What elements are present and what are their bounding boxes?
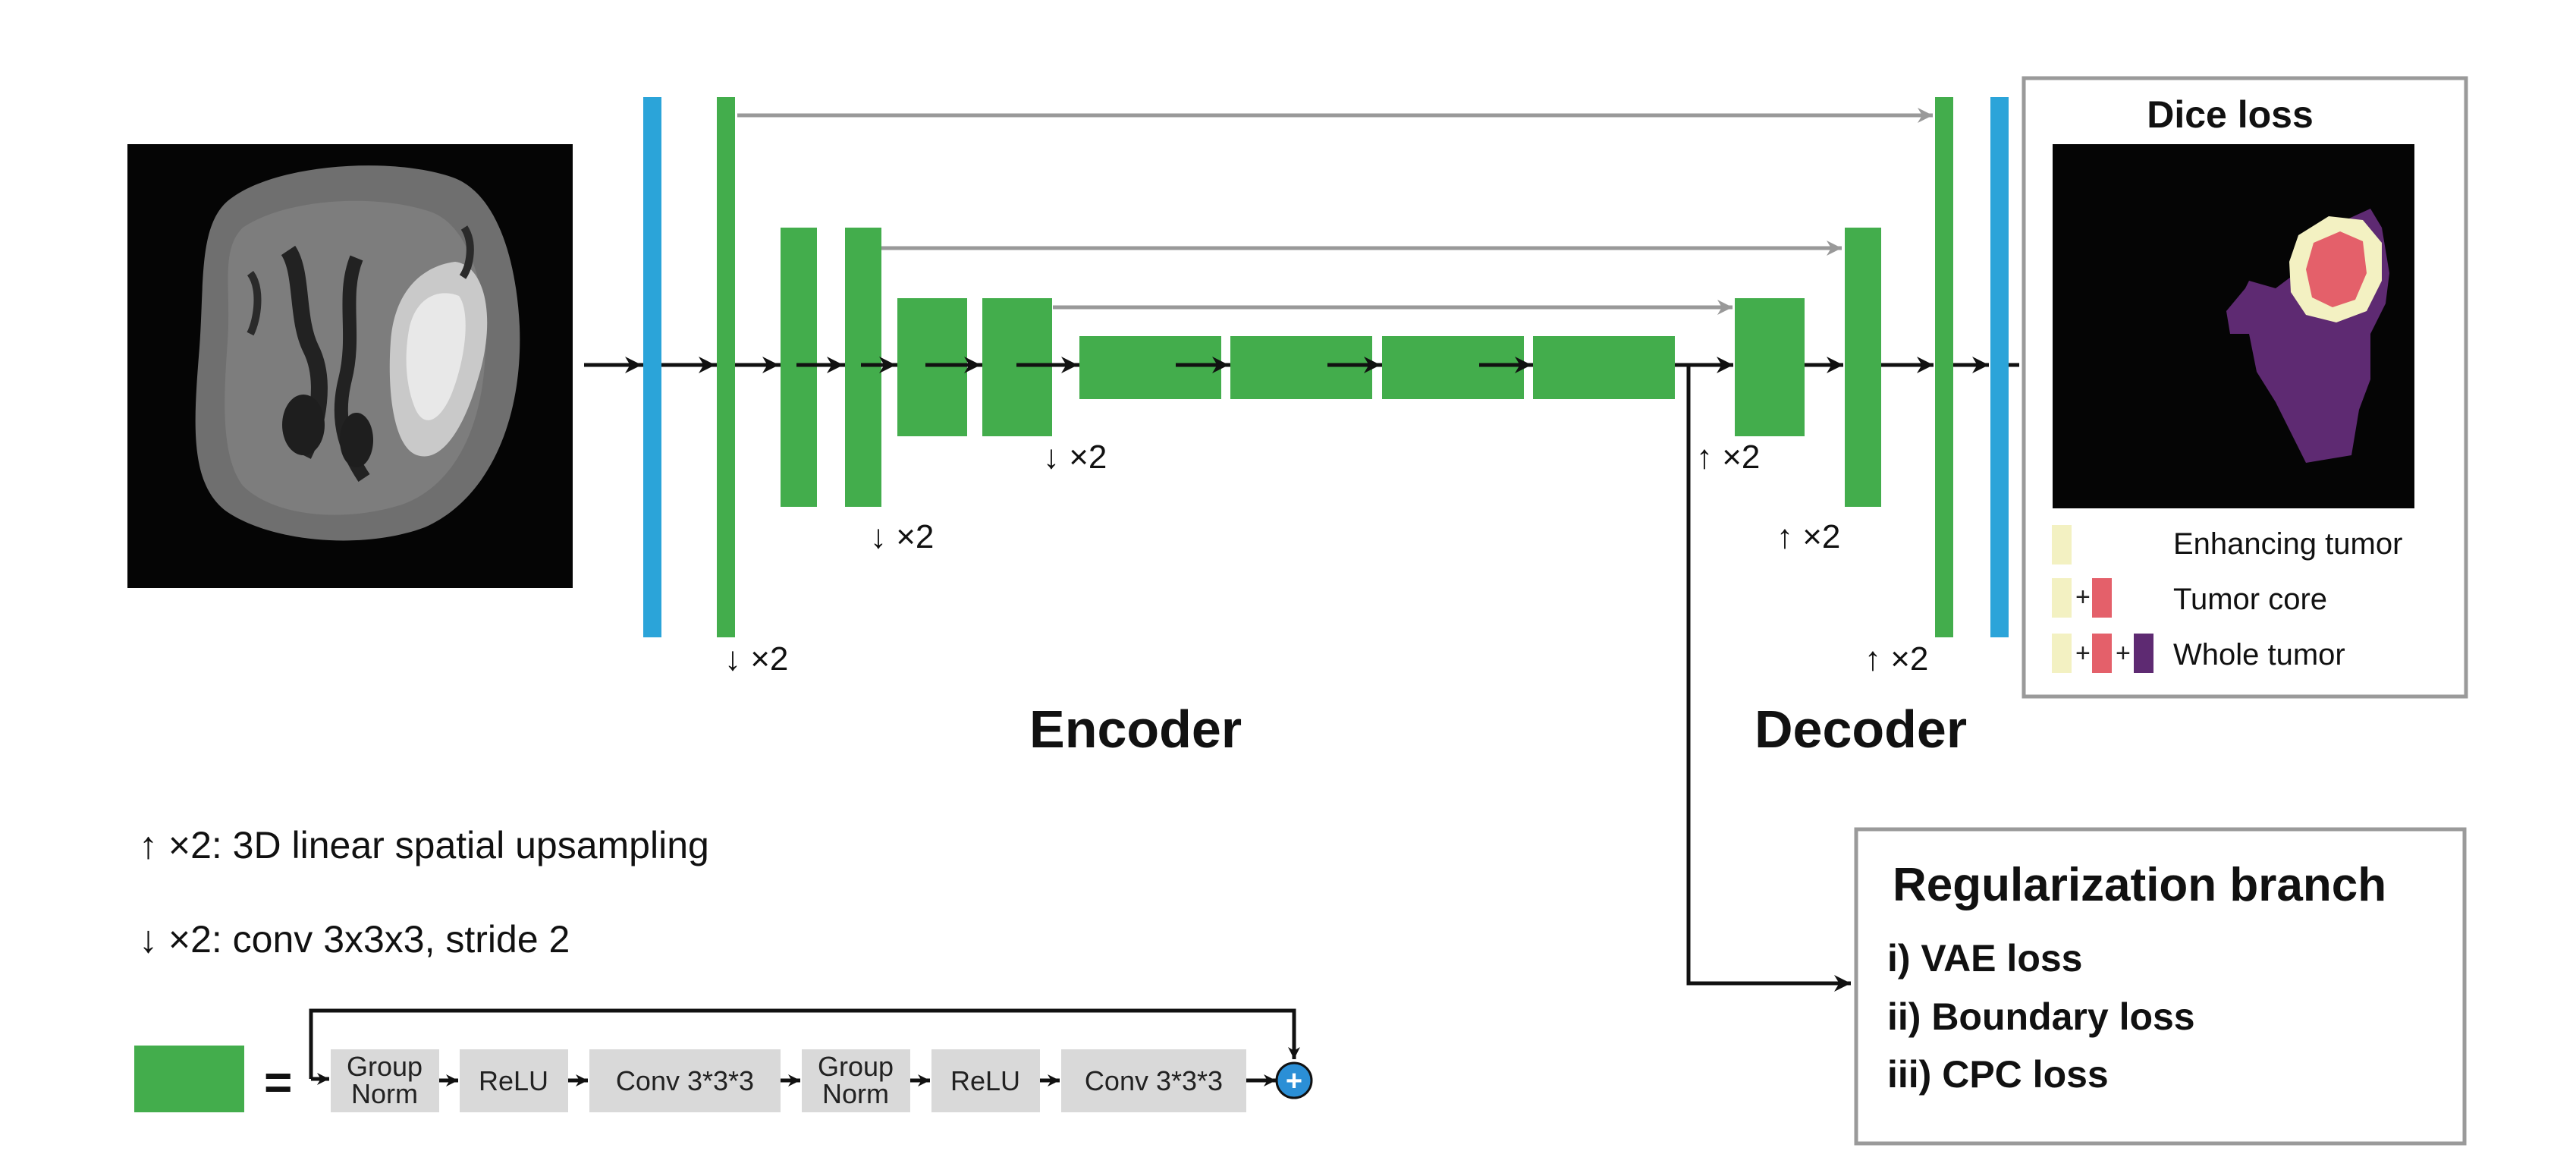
output-layer-blue <box>1990 97 2009 637</box>
encoder-block-4a <box>1079 336 1221 399</box>
plus-sign: + <box>2075 583 2091 612</box>
upsampling-legend: ↑ ×2: 3D linear spatial upsampling <box>139 824 709 866</box>
encoder-block-1 <box>717 97 735 637</box>
enhancing-swatch <box>2052 578 2072 618</box>
skip-connections <box>737 108 1933 315</box>
regularization-item-boundary: ii) Boundary loss <box>1887 995 2195 1038</box>
down-label-level-1: ↓ ×2 <box>724 640 788 678</box>
encoder-block-4b <box>1230 336 1372 399</box>
dice-panel-title: Dice loss <box>2147 93 2314 136</box>
op-label: Norm <box>822 1078 889 1109</box>
op-conv-2: Conv 3*3*3 <box>1061 1049 1246 1112</box>
legend-label-enhancing: Enhancing tumor <box>2173 527 2402 561</box>
decoder-block-2 <box>1845 228 1881 507</box>
op-label: Group <box>347 1051 423 1082</box>
encoder-block-4c <box>1382 336 1524 399</box>
encoder-block-4d <box>1533 336 1675 399</box>
op-label: Conv 3*3*3 <box>616 1065 754 1096</box>
plus-sign: + <box>2116 639 2131 668</box>
op-label: Conv 3*3*3 <box>1085 1065 1223 1096</box>
whole-swatch <box>2134 634 2153 673</box>
op-conv-1: Conv 3*3*3 <box>589 1049 781 1112</box>
enhancing-swatch <box>2052 525 2072 564</box>
decoder-block-3 <box>1735 298 1805 436</box>
op-relu-1: ReLU <box>460 1049 568 1112</box>
legend-label-whole: Whole tumor <box>2173 638 2345 671</box>
encoder-block-3a <box>897 298 967 436</box>
legend-whole: + + Whole tumor <box>2052 634 2345 673</box>
legend-label-core: Tumor core <box>2173 583 2327 616</box>
op-label: ReLU <box>950 1065 1020 1096</box>
dice-loss-panel: Dice loss Enhancing tumor + Tumor core +… <box>2022 76 2468 699</box>
up-label-level-1: ↑ ×2 <box>1864 640 1928 678</box>
segmentation-map <box>2053 144 2414 508</box>
decoder-title: Decoder <box>1755 700 1967 759</box>
downsampling-legend: ↓ ×2: conv 3x3x3, stride 2 <box>139 918 570 961</box>
core-swatch <box>2092 634 2112 673</box>
legend-core: + Tumor core <box>2052 578 2327 618</box>
regularization-item-cpc: iii) CPC loss <box>1887 1053 2109 1096</box>
down-label-level-2: ↓ ×2 <box>870 518 934 555</box>
scale-labels: ↓ ×2 ↓ ×2 ↓ ×2 ↑ ×2 ↑ ×2 ↑ ×2 <box>724 439 1928 678</box>
add-node-icon: + <box>1275 1061 1313 1099</box>
op-relu-2: ReLU <box>931 1049 1040 1112</box>
core-swatch <box>2092 578 2112 618</box>
encoder-block-2b <box>845 228 881 507</box>
network-layers <box>643 97 2009 637</box>
decoder-block-1 <box>1935 97 1953 637</box>
regularization-branch-arrow <box>1686 365 1851 992</box>
regularization-panel: Regularization branch i) VAE loss ii) Bo… <box>1854 827 2467 1146</box>
op-label: ReLU <box>479 1065 548 1096</box>
regularization-title: Regularization branch <box>1893 859 2386 911</box>
encoder-title: Encoder <box>1029 700 1242 759</box>
down-label-level-3: ↓ ×2 <box>1043 439 1107 476</box>
regularization-item-vae: i) VAE loss <box>1887 937 2082 980</box>
legend-enhancing: Enhancing tumor <box>2052 525 2402 564</box>
block-definition: = Group Norm ReLU Conv 3*3*3 Group Norm … <box>134 1008 1313 1112</box>
up-label-level-3: ↑ ×2 <box>1696 439 1760 476</box>
input-layer-blue <box>643 97 661 637</box>
plus-sign: + <box>2075 639 2091 668</box>
op-label: Norm <box>351 1078 418 1109</box>
residual-skip-line <box>309 1008 1300 1079</box>
enhancing-swatch <box>2052 634 2072 673</box>
add-symbol: + <box>1286 1065 1302 1097</box>
up-label-level-2: ↑ ×2 <box>1776 518 1840 555</box>
op-groupnorm-1: Group Norm <box>331 1049 439 1112</box>
op-groupnorm-2: Group Norm <box>802 1049 910 1112</box>
input-mri-image <box>127 144 573 588</box>
op-label: Group <box>818 1051 894 1082</box>
block-swatch <box>134 1046 244 1112</box>
encoder-block-2a <box>781 228 817 507</box>
encoder-block-3b <box>982 298 1052 436</box>
equals-sign: = <box>264 1055 292 1109</box>
regularization-frame <box>1854 827 2467 1146</box>
